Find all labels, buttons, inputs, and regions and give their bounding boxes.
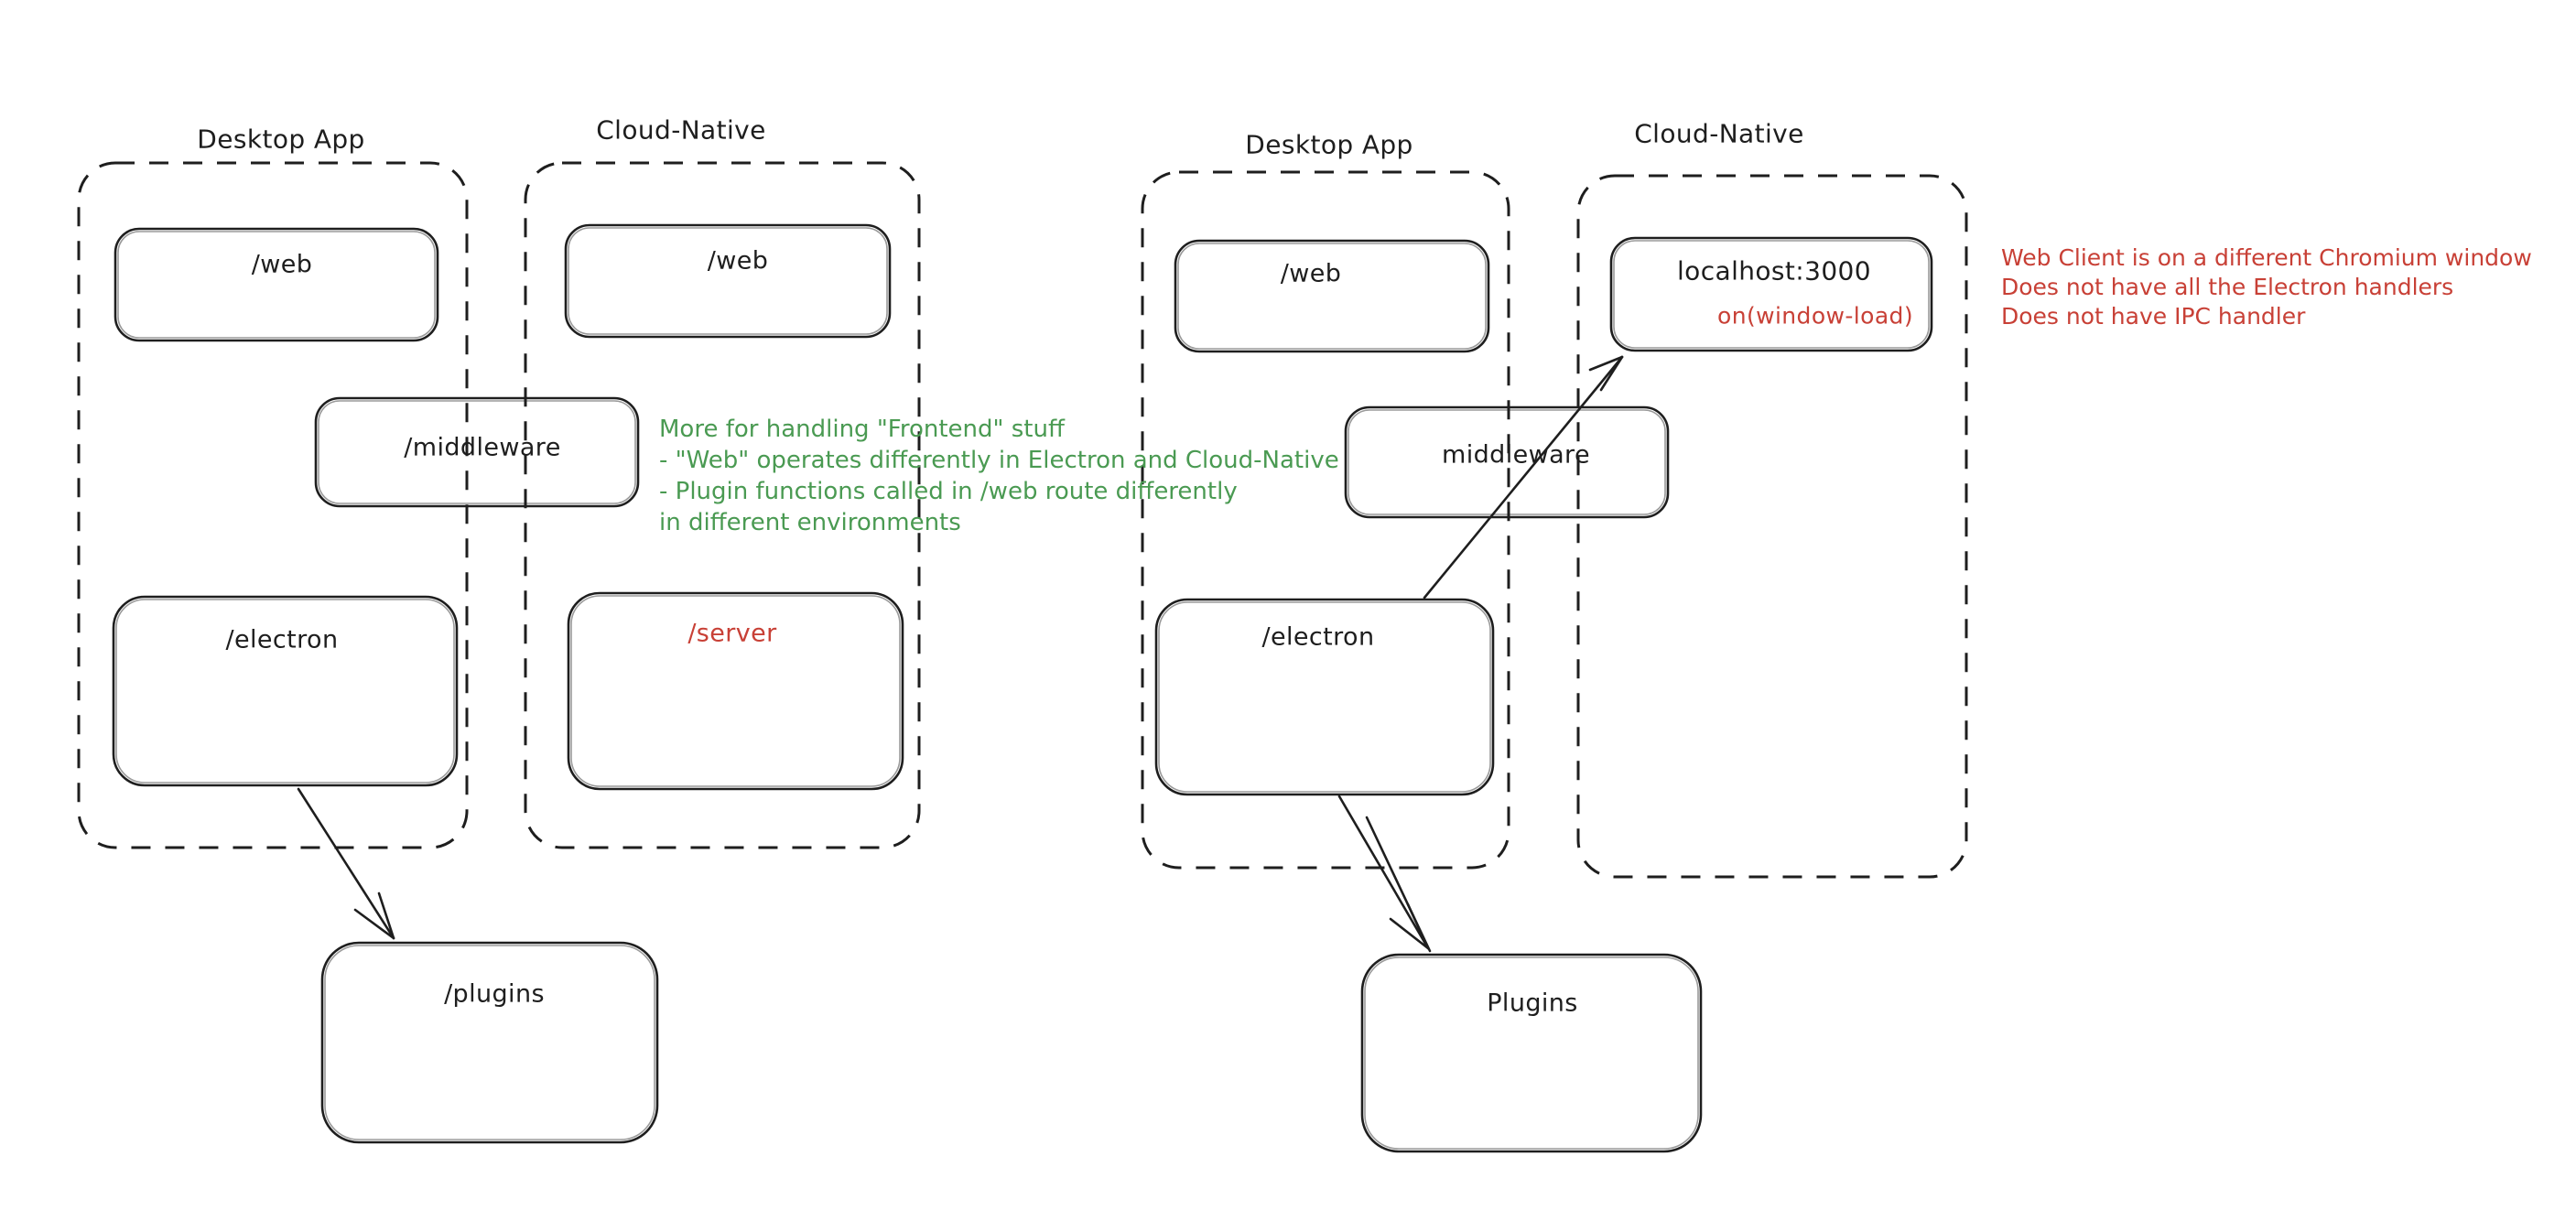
arrow-line	[1337, 794, 1430, 950]
arrow-electron-to-localhost-right[interactable]	[1423, 355, 1624, 600]
server-box-left-outline	[567, 591, 904, 791]
arrow-line	[1423, 355, 1624, 600]
arrow-head-barb	[377, 892, 395, 940]
window-load-label-right[interactable]: on(window-load)	[1717, 302, 1913, 330]
web-cloud-box-left-outline	[564, 223, 892, 339]
web-cloud-box-left[interactable]	[564, 223, 892, 339]
electron-box-right-outline	[1154, 598, 1495, 796]
green-note-line: in different environments	[659, 509, 961, 536]
green-note-line: - Plugin functions called in /web route …	[659, 478, 1238, 505]
arrow-line	[297, 787, 395, 940]
electron-box-left-outline	[112, 595, 459, 787]
red-note-line: Does not have IPC handler	[2001, 303, 2306, 330]
group-label-desktop-app-left[interactable]: Desktop App	[197, 124, 365, 155]
middleware-box-left-outline	[314, 396, 640, 508]
electron-box-left[interactable]	[112, 595, 459, 787]
plugins-box-right-outline	[1360, 953, 1703, 1153]
web-desktop-box-left[interactable]	[114, 227, 439, 342]
plugins-label-right[interactable]: Plugins	[1487, 989, 1578, 1018]
cloud-native-container-right-outline	[1576, 174, 1968, 879]
desktop-app-container-right-outline	[1141, 170, 1510, 870]
middleware-box-left-echo	[318, 400, 636, 504]
middleware-label-right[interactable]: middleware	[1442, 440, 1590, 470]
web-label-right[interactable]: /web	[1280, 259, 1342, 288]
group-label-cloud-native-left[interactable]: Cloud-Native	[596, 114, 766, 146]
middleware-box-right[interactable]	[1344, 405, 1670, 519]
plugins-box-left[interactable]	[320, 941, 659, 1144]
plugins-box-left-echo	[324, 945, 655, 1140]
web-cloud-label-left[interactable]: /web	[707, 246, 769, 276]
arrow-head-barb	[353, 908, 395, 940]
middleware-box-left[interactable]	[314, 396, 640, 508]
electron-label-left[interactable]: /electron	[225, 625, 339, 654]
red-note-line: Does not have all the Electron handlers	[2001, 274, 2454, 300]
red-annotation-note[interactable]: Web Client is on a different Chromium wi…	[2001, 243, 2532, 331]
localhost-box-right[interactable]	[1609, 236, 1933, 352]
web-box-right-outline	[1174, 239, 1490, 353]
server-box-left-echo	[570, 595, 901, 787]
electron-box-right[interactable]	[1154, 598, 1495, 796]
middleware-label-left[interactable]: /middleware	[404, 433, 561, 462]
arrow-head-barb	[1588, 355, 1624, 372]
web-box-right[interactable]	[1174, 239, 1490, 353]
red-note-line: Web Client is on a different Chromium wi…	[2001, 244, 2532, 271]
green-note-line: More for handling "Frontend" stuff	[659, 416, 1065, 443]
cloud-native-container-right[interactable]	[1576, 174, 1968, 879]
arrow-head-barb	[1406, 902, 1430, 950]
arrow-electron-to-plugins-right[interactable]	[1337, 794, 1432, 953]
green-annotation-note[interactable]: More for handling "Frontend" stuff - "We…	[659, 414, 1339, 538]
electron-label-right[interactable]: /electron	[1261, 622, 1375, 652]
localhost-box-right-outline	[1609, 236, 1933, 352]
arrow-head-barb	[1389, 917, 1430, 950]
plugins-box-left-outline	[320, 941, 659, 1144]
plugins-box-right-echo	[1364, 956, 1699, 1150]
electron-box-left-echo	[115, 599, 455, 784]
localhost-box-right-echo	[1613, 240, 1930, 349]
electron-box-right-echo	[1158, 601, 1491, 793]
plugins-label-left[interactable]: /plugins	[444, 979, 545, 1009]
server-box-left[interactable]	[567, 591, 904, 791]
web-cloud-box-left-echo	[568, 227, 888, 335]
green-note-line: - "Web" operates differently in Electron…	[659, 447, 1339, 474]
web-desktop-box-left-echo	[117, 231, 436, 339]
arrow-head-barb	[1599, 355, 1624, 392]
plugins-box-right[interactable]	[1360, 953, 1703, 1153]
middleware-box-right-outline	[1344, 405, 1670, 519]
localhost-label-right[interactable]: localhost:3000	[1677, 255, 1871, 286]
middleware-box-right-echo	[1348, 409, 1666, 515]
group-label-desktop-app-right[interactable]: Desktop App	[1245, 129, 1413, 160]
desktop-app-container-right[interactable]	[1141, 170, 1510, 870]
server-label-left[interactable]: /server	[687, 619, 777, 648]
web-box-right-echo	[1177, 243, 1487, 350]
web-desktop-label-left[interactable]: /web	[251, 250, 313, 279]
arrow-electron-to-plugins-left[interactable]	[297, 787, 395, 940]
web-desktop-box-left-outline	[114, 227, 439, 342]
group-label-cloud-native-right[interactable]: Cloud-Native	[1634, 118, 1804, 149]
